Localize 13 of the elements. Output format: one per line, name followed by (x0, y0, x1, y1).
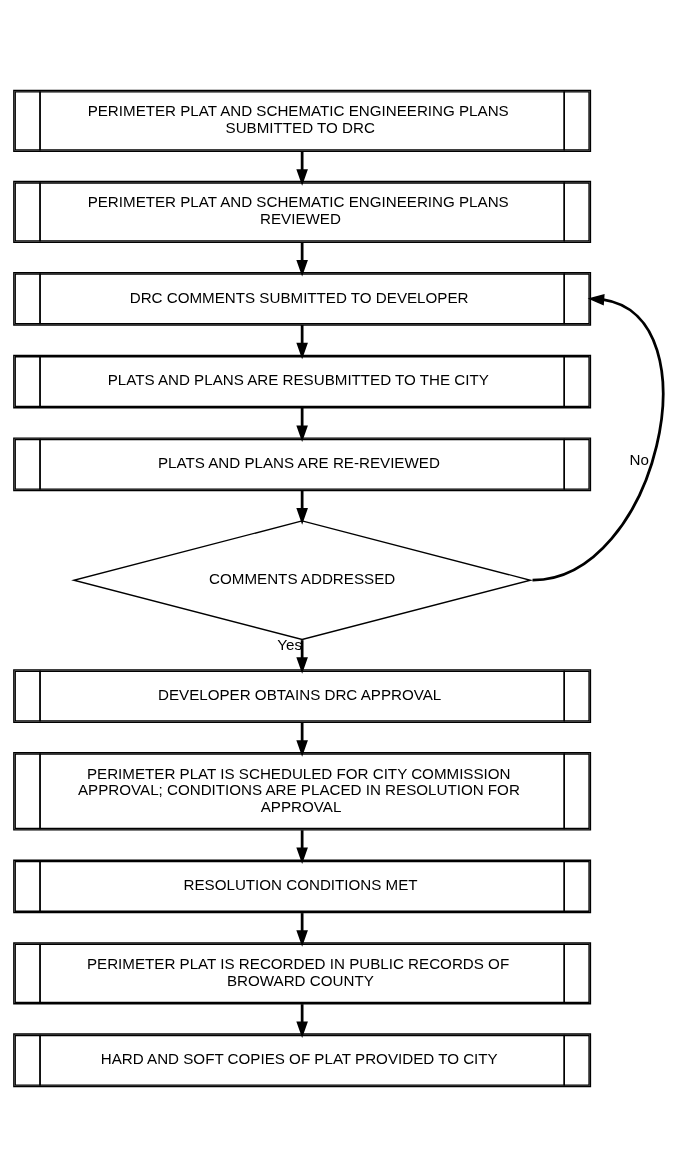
arrow (296, 490, 308, 525)
arrow (296, 912, 308, 947)
arrow (296, 407, 308, 442)
arrow (296, 151, 308, 186)
arrow (296, 242, 308, 277)
arrow (296, 1003, 308, 1038)
arrow (532, 293, 664, 582)
arrow (296, 722, 308, 757)
arrow (296, 639, 308, 674)
arrow (296, 324, 308, 359)
node-diamond: COMMENTS ADDRESSED (71, 519, 534, 640)
edge-label: No (629, 450, 649, 468)
arrow (296, 829, 308, 864)
